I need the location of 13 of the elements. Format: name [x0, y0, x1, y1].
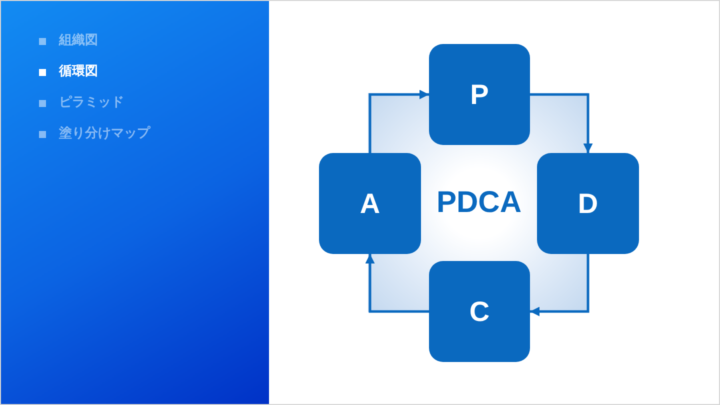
- arrow: [365, 254, 429, 313]
- step-box: P: [429, 44, 530, 145]
- step-box: A: [319, 153, 421, 254]
- center-title: PDCA: [436, 186, 522, 220]
- step-box: C: [429, 261, 530, 362]
- arrow: [368, 90, 429, 153]
- menu-item: ピラミッド: [59, 95, 124, 111]
- arrow: [530, 93, 593, 153]
- menu-item: 循環図: [59, 64, 98, 80]
- step-box: D: [537, 153, 639, 254]
- menu-item: 塗り分けマップ: [59, 126, 150, 142]
- menu-item: 組織図: [59, 33, 98, 49]
- arrow: [530, 254, 590, 316]
